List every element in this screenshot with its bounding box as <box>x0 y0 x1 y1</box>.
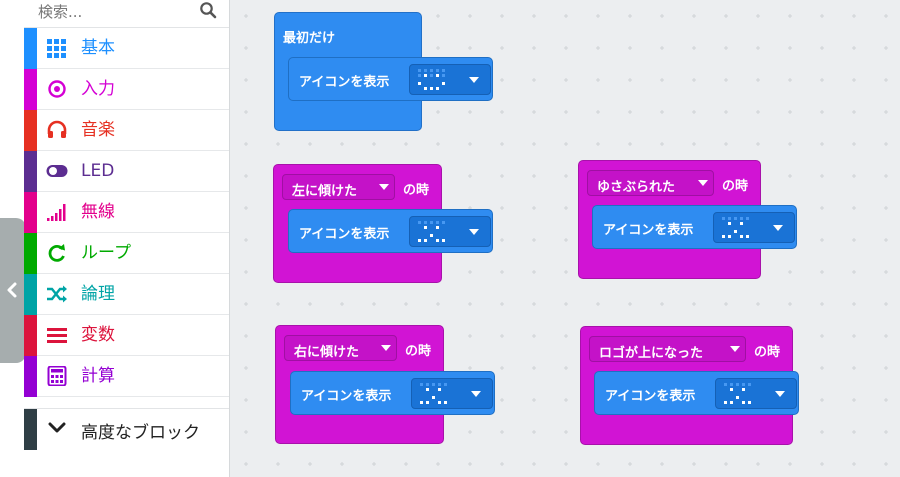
category-math[interactable]: 計算 <box>24 356 229 397</box>
dropdown-arrow-icon <box>775 391 785 397</box>
event-suffix: の時 <box>403 183 430 198</box>
icon-picker[interactable] <box>409 216 491 247</box>
category-loops[interactable]: ループ <box>24 233 229 274</box>
icon-picker[interactable] <box>713 212 795 243</box>
search-icon[interactable] <box>199 1 217 19</box>
calculator-icon <box>47 366 67 386</box>
statement-label: アイコンを表示 <box>301 389 392 404</box>
gesture-label: ゆさぶられた <box>597 180 676 195</box>
lines-icon <box>47 328 67 343</box>
dropdown-arrow-icon <box>469 229 479 235</box>
category-radio[interactable]: 無線 <box>24 192 229 233</box>
headphones-icon <box>47 120 67 138</box>
category-color-bar <box>24 110 37 151</box>
show-icon-block[interactable]: アイコンを表示 <box>592 205 797 249</box>
statement-label: アイコンを表示 <box>605 389 696 404</box>
gesture-label: 左に傾けた <box>292 184 358 199</box>
gesture-label: ロゴが上になった <box>599 346 704 361</box>
category-basic[interactable]: 基本 <box>24 28 229 69</box>
shuffle-icon <box>47 285 67 303</box>
event-label: 最初だけ <box>283 31 336 46</box>
chevron-down-icon <box>48 422 66 433</box>
gesture-dropdown[interactable]: ゆさぶられた <box>587 170 714 196</box>
show-icon-block[interactable]: アイコンを表示 <box>288 57 493 101</box>
category-color-bar <box>24 409 37 450</box>
category-label: LED <box>81 161 115 181</box>
event-suffix: の時 <box>405 344 432 359</box>
sad-face-icon <box>418 221 445 242</box>
category-label: 計算 <box>81 366 115 386</box>
icon-picker[interactable] <box>411 378 493 409</box>
statement-label: アイコンを表示 <box>603 223 694 238</box>
event-suffix: の時 <box>722 179 749 194</box>
show-icon-block[interactable]: アイコンを表示 <box>288 209 493 253</box>
category-logic[interactable]: 論理 <box>24 274 229 315</box>
gesture-dropdown[interactable]: 左に傾けた <box>282 174 395 200</box>
collapse-toolbox-button[interactable] <box>0 218 26 363</box>
category-color-bar <box>24 192 37 233</box>
category-color-bar <box>24 28 37 69</box>
icon-picker[interactable] <box>715 378 797 409</box>
blocks-workspace[interactable]: 最初だけ アイコンを表示 左に傾けた の時 <box>230 0 900 477</box>
sad-face-icon <box>722 217 749 238</box>
toggle-icon <box>46 165 68 177</box>
icon-picker[interactable] <box>409 64 491 95</box>
category-color-bar <box>24 69 37 110</box>
category-label: 入力 <box>81 79 115 99</box>
gesture-label: 右に傾けた <box>294 345 360 360</box>
dropdown-arrow-icon <box>730 346 740 352</box>
category-color-bar <box>24 233 37 274</box>
event-suffix: の時 <box>754 345 781 360</box>
show-icon-block[interactable]: アイコンを表示 <box>290 371 495 415</box>
category-input[interactable]: 入力 <box>24 69 229 110</box>
dropdown-arrow-icon <box>698 180 708 186</box>
dropdown-arrow-icon <box>379 184 389 190</box>
dropdown-arrow-icon <box>469 77 479 83</box>
sad-face-icon <box>420 383 447 404</box>
toolbox: 基本 入力 音楽 LED <box>24 0 230 477</box>
category-variables[interactable]: 変数 <box>24 315 229 356</box>
category-label: ループ <box>81 243 131 263</box>
category-color-bar <box>24 151 37 192</box>
category-advanced[interactable]: 高度なブロック <box>24 408 229 450</box>
dropdown-arrow-icon <box>381 345 391 351</box>
category-color-bar <box>24 315 37 356</box>
category-label: 音楽 <box>81 120 115 140</box>
gesture-dropdown[interactable]: ロゴが上になった <box>589 336 746 362</box>
category-label: 無線 <box>81 202 115 222</box>
category-color-bar <box>24 356 37 397</box>
category-music[interactable]: 音楽 <box>24 110 229 151</box>
signal-bars-icon <box>47 204 66 221</box>
category-label: 変数 <box>81 325 115 345</box>
toolbox-search <box>24 0 229 28</box>
statement-label: アイコンを表示 <box>299 227 390 242</box>
statement-label: アイコンを表示 <box>299 75 390 90</box>
dropdown-arrow-icon <box>471 391 481 397</box>
dropdown-arrow-icon <box>773 225 783 231</box>
gesture-dropdown[interactable]: 右に傾けた <box>284 335 397 361</box>
grid-icon <box>47 39 66 58</box>
search-input[interactable] <box>36 0 190 24</box>
category-label: 基本 <box>81 38 115 58</box>
refresh-icon <box>48 244 65 262</box>
happy-face-icon <box>418 69 445 90</box>
category-color-bar <box>24 274 37 315</box>
chevron-left-icon <box>7 282 17 298</box>
target-icon <box>48 80 66 98</box>
sad-face-icon <box>724 383 751 404</box>
category-led[interactable]: LED <box>24 151 229 192</box>
category-label: 高度なブロック <box>81 423 200 443</box>
category-label: 論理 <box>81 284 115 304</box>
show-icon-block[interactable]: アイコンを表示 <box>594 371 799 415</box>
